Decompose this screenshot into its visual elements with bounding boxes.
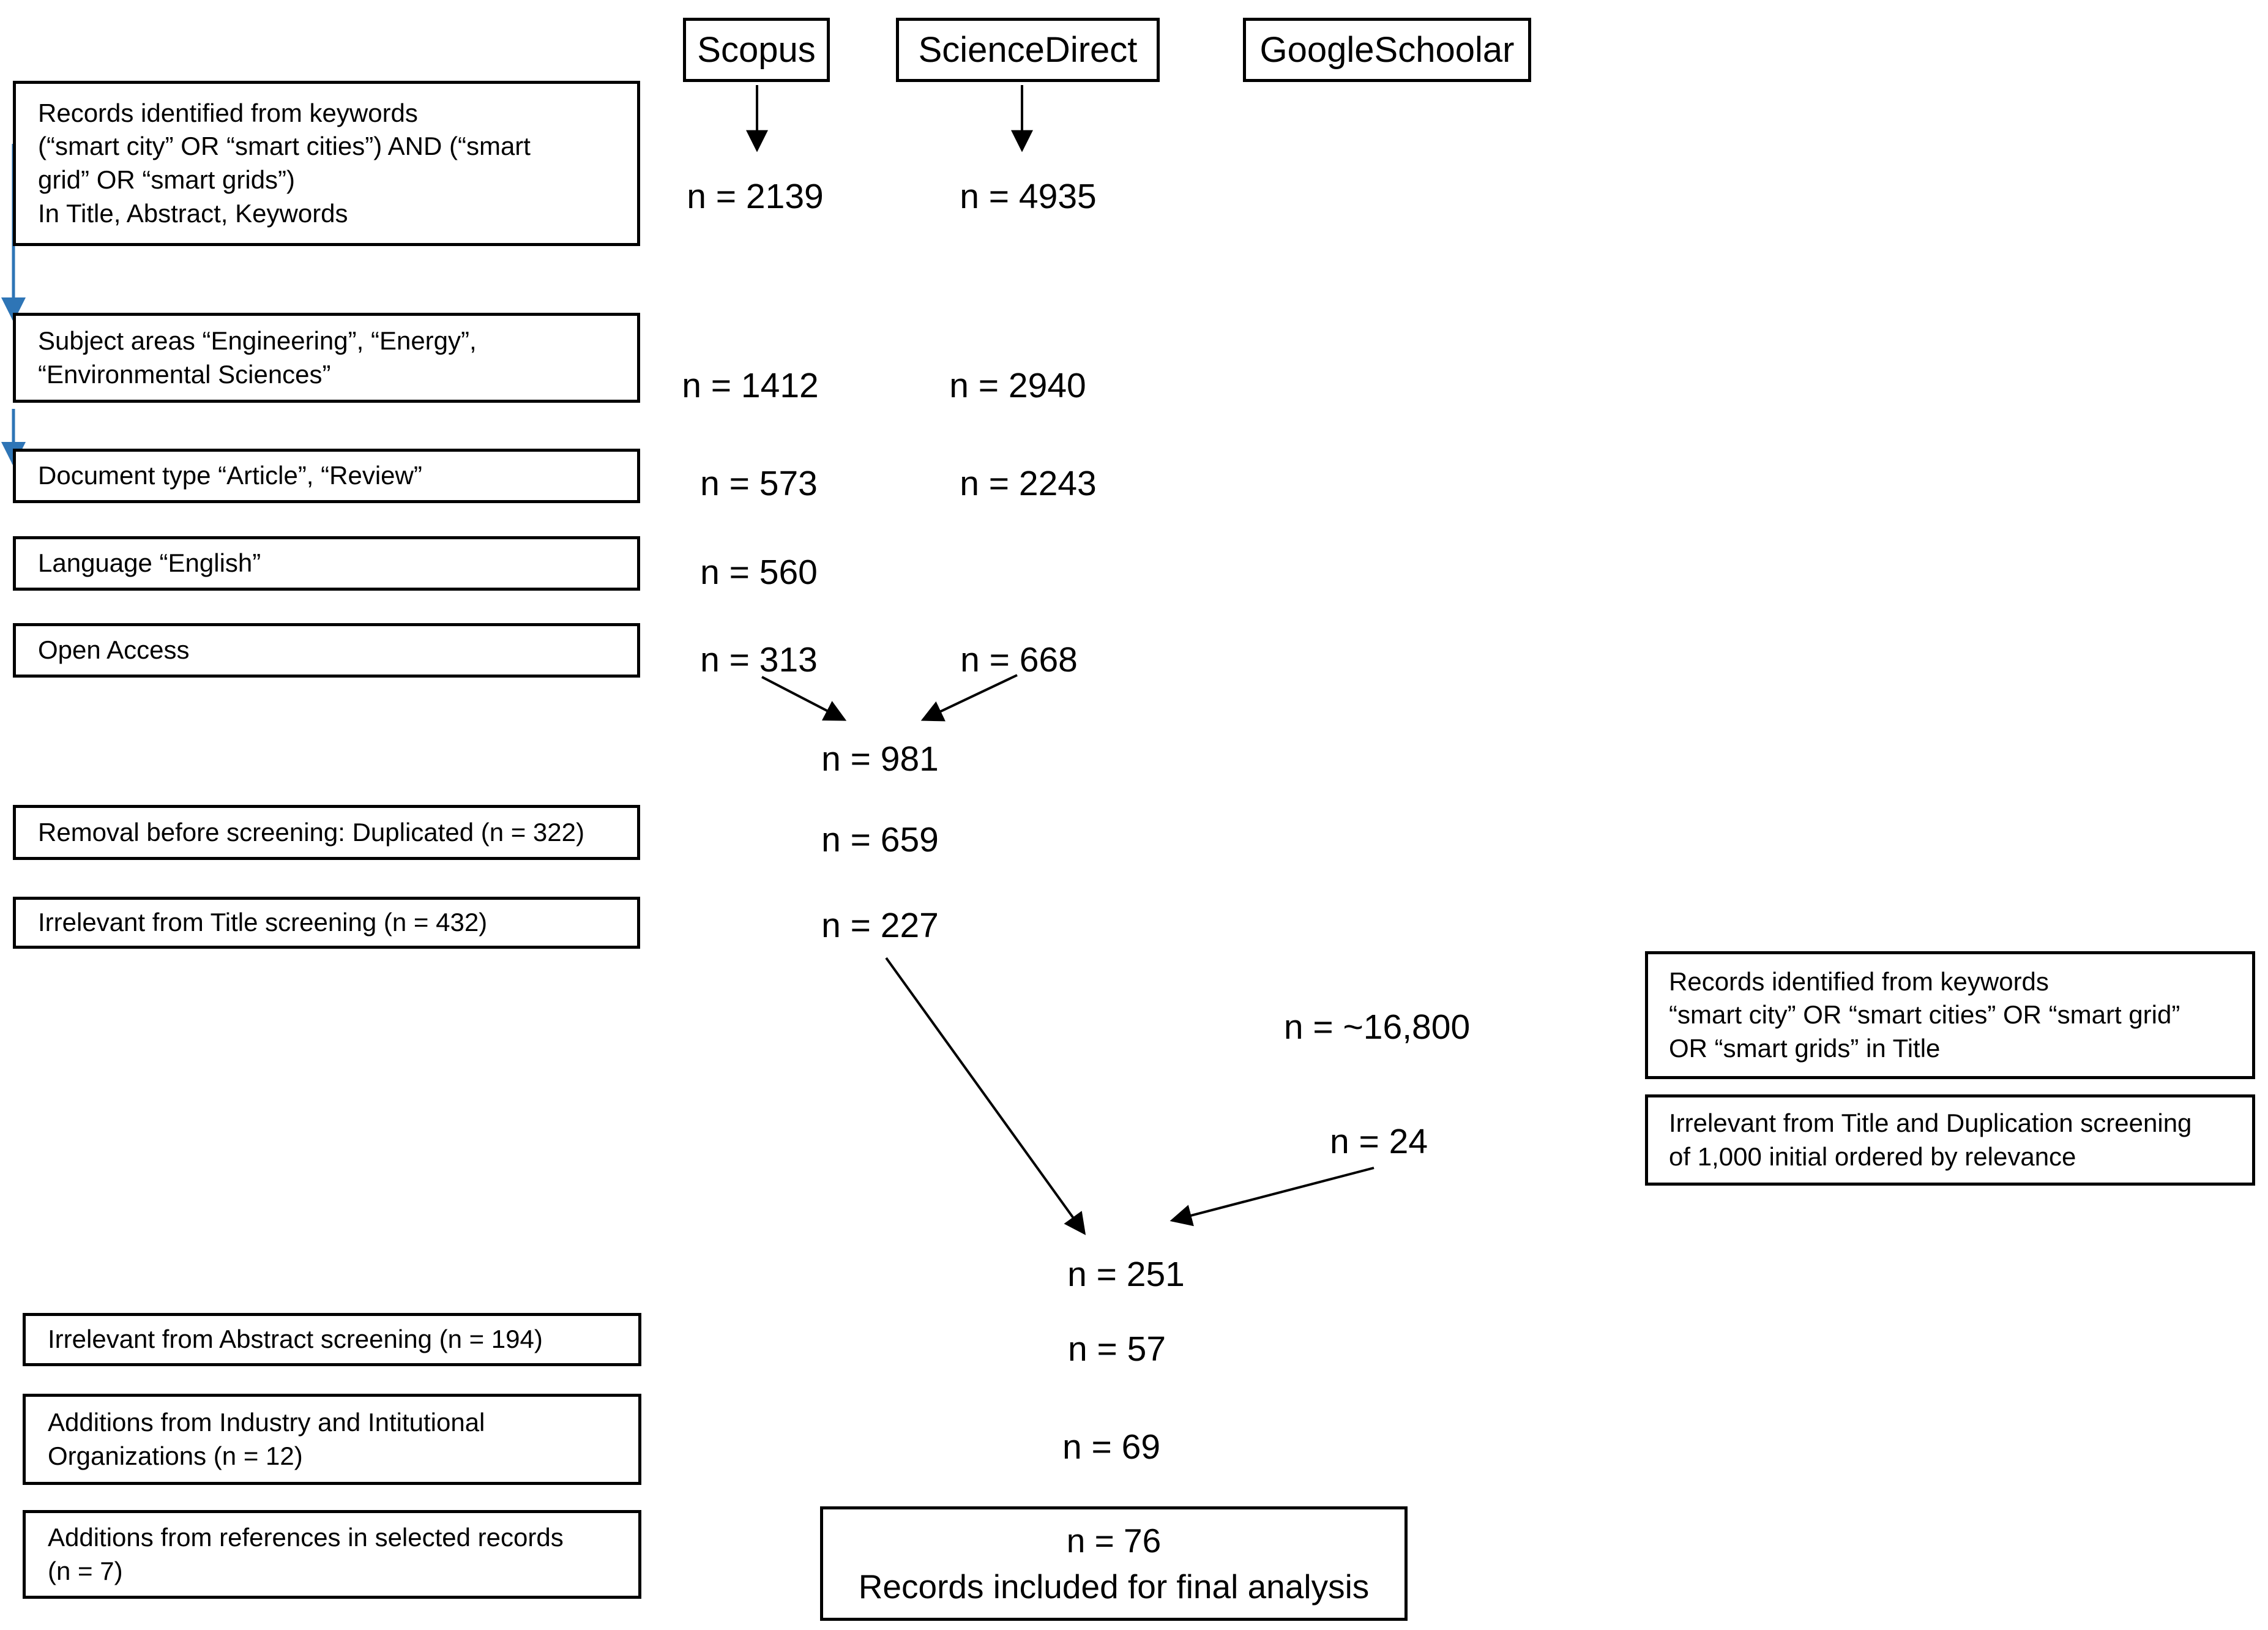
count-merged-total: n = 981	[821, 739, 939, 779]
filter-box-language: Language “English”	[13, 536, 640, 591]
googlescholar-keywords-box: Records identified from keywords “smart …	[1645, 951, 2255, 1079]
additions-box-references-text: Additions from references in selected re…	[48, 1522, 564, 1585]
filter-box-keywords-text: Records identified from keywords (“smart…	[38, 98, 531, 228]
source-label-sciencedirect: ScienceDirect	[918, 29, 1138, 70]
screening-box-duplicates: Removal before screening: Duplicated (n …	[13, 805, 640, 860]
count-scopus-language: n = 560	[700, 553, 818, 592]
count-sciencedirect-initial: n = 4935	[960, 177, 1097, 216]
arrow-merge-left	[761, 676, 847, 721]
final-count: n = 76	[1066, 1522, 1162, 1560]
arrow-title-screening-to-merge	[885, 957, 1086, 1235]
count-after-abstract-screening: n = 57	[1067, 1329, 1166, 1369]
source-label-scopus: Scopus	[697, 29, 816, 70]
count-scopus-doctype: n = 573	[700, 464, 818, 503]
additions-box-industry: Additions from Industry and Intitutional…	[23, 1394, 641, 1485]
source-box-sciencedirect: ScienceDirect	[896, 18, 1160, 82]
count-after-additions: n = 69	[1062, 1427, 1161, 1467]
count-after-title-screening: n = 227	[821, 906, 939, 945]
googlescholar-screening-box: Irrelevant from Title and Duplication sc…	[1645, 1094, 2255, 1186]
source-label-googleschoolar: GoogleSchoolar	[1259, 29, 1515, 70]
final-label: Records included for final analysis	[858, 1567, 1370, 1606]
count-scopus-openaccess: n = 313	[700, 640, 818, 679]
filter-box-keywords: Records identified from keywords (“smart…	[13, 81, 640, 246]
count-scopus-initial: n = 2139	[687, 177, 824, 216]
arrow-googlescholar-to-merge	[1169, 1167, 1375, 1227]
filter-box-document-type-text: Document type “Article”, “Review”	[38, 461, 422, 490]
additions-box-references: Additions from references in selected re…	[23, 1510, 641, 1599]
filter-box-open-access: Open Access	[13, 623, 640, 678]
filter-box-open-access-text: Open Access	[38, 635, 190, 665]
count-sciencedirect-doctype: n = 2243	[960, 464, 1097, 503]
filter-box-subject-areas: Subject areas “Engineering”, “Energy”, “…	[13, 313, 640, 403]
count-sciencedirect-openaccess: n = 668	[960, 640, 1078, 679]
filter-box-subject-areas-text: Subject areas “Engineering”, “Energy”, “…	[38, 326, 477, 389]
filter-box-language-text: Language “English”	[38, 548, 261, 578]
screening-box-title-text: Irrelevant from Title screening (n = 432…	[38, 908, 488, 937]
googlescholar-keywords-box-text: Records identified from keywords “smart …	[1669, 966, 2180, 1063]
count-googlescholar-initial: n = ~16,800	[1283, 1008, 1471, 1047]
arrow-merge-right	[920, 674, 1018, 722]
count-after-duplicates: n = 659	[821, 820, 939, 859]
final-analysis-box: n = 76 Records included for final analys…	[820, 1506, 1408, 1621]
screening-box-abstract-text: Irrelevant from Abstract screening (n = …	[48, 1325, 543, 1354]
screening-box-title: Irrelevant from Title screening (n = 432…	[13, 897, 640, 949]
source-box-scopus: Scopus	[683, 18, 830, 82]
count-googlescholar-screened: n = 24	[1329, 1122, 1428, 1161]
source-box-googleschoolar: GoogleSchoolar	[1243, 18, 1531, 82]
count-scopus-subject: n = 1412	[682, 366, 819, 405]
screening-box-duplicates-text: Removal before screening: Duplicated (n …	[38, 817, 584, 847]
count-combined: n = 251	[1067, 1255, 1185, 1294]
screening-box-abstract: Irrelevant from Abstract screening (n = …	[23, 1313, 641, 1366]
count-sciencedirect-subject: n = 2940	[949, 366, 1086, 405]
filter-box-document-type: Document type “Article”, “Review”	[13, 449, 640, 503]
additions-box-industry-text: Additions from Industry and Intitutional…	[48, 1407, 485, 1470]
googlescholar-screening-box-text: Irrelevant from Title and Duplication sc…	[1669, 1108, 2192, 1171]
